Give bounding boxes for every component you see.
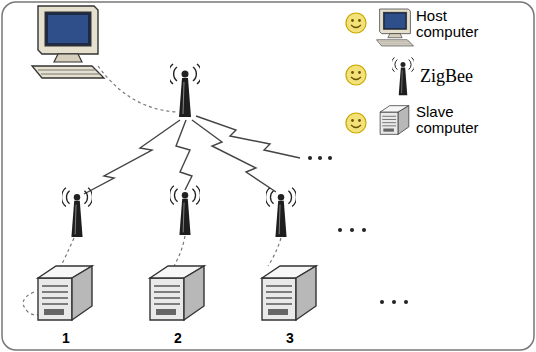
- host-computer: [32, 6, 104, 78]
- smiley-icon: [346, 113, 366, 133]
- callout-number: 3: [280, 330, 300, 346]
- callout-number: 1: [56, 330, 76, 346]
- legend-slave-icon: [380, 106, 409, 135]
- wireless-link: [84, 116, 300, 194]
- callout-number: 2: [168, 330, 188, 346]
- smiley-icon: [346, 13, 366, 33]
- zigbee-end-device: [265, 188, 296, 237]
- zigbee-coordinator: [168, 64, 201, 117]
- smiley-icon: [346, 65, 366, 85]
- slave-computer: [150, 266, 204, 320]
- legend-label: Host computer: [416, 8, 479, 40]
- slave-computer: [38, 266, 92, 320]
- slave-computer: [262, 266, 316, 320]
- legend-zigbee-icon: [391, 57, 415, 95]
- zigbee-end-device: [61, 188, 92, 237]
- legend-host-icon: [377, 9, 414, 46]
- legend-label: ZigBee: [420, 66, 473, 87]
- zigbee-end-device: [169, 186, 200, 235]
- legend-label: Slave computer: [416, 104, 479, 136]
- cable: [98, 66, 178, 112]
- ellipsis-dots: [308, 156, 408, 304]
